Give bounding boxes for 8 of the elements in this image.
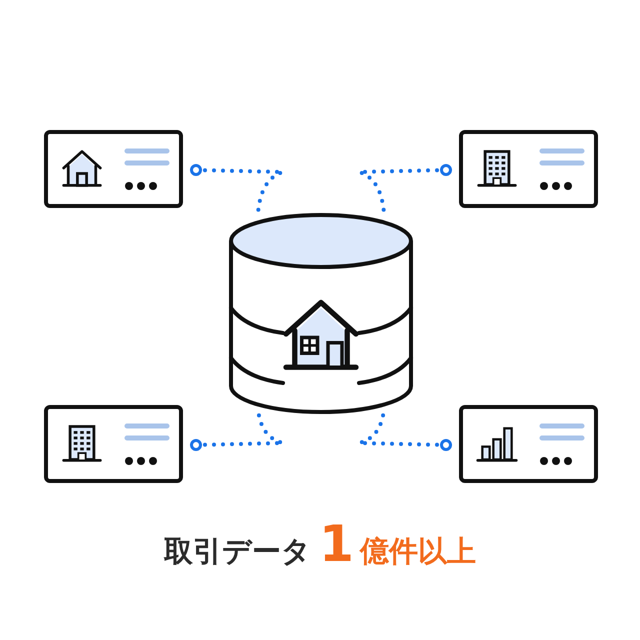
highlight-number: 1: [319, 515, 354, 573]
caption-text: 億件以上: [360, 534, 476, 568]
record-card: [459, 405, 598, 483]
record-card: [44, 405, 183, 483]
record-card: [459, 130, 598, 208]
record-card: [44, 130, 183, 208]
database-cylinder: [228, 212, 414, 416]
caption-text: 取引データ: [164, 534, 312, 568]
